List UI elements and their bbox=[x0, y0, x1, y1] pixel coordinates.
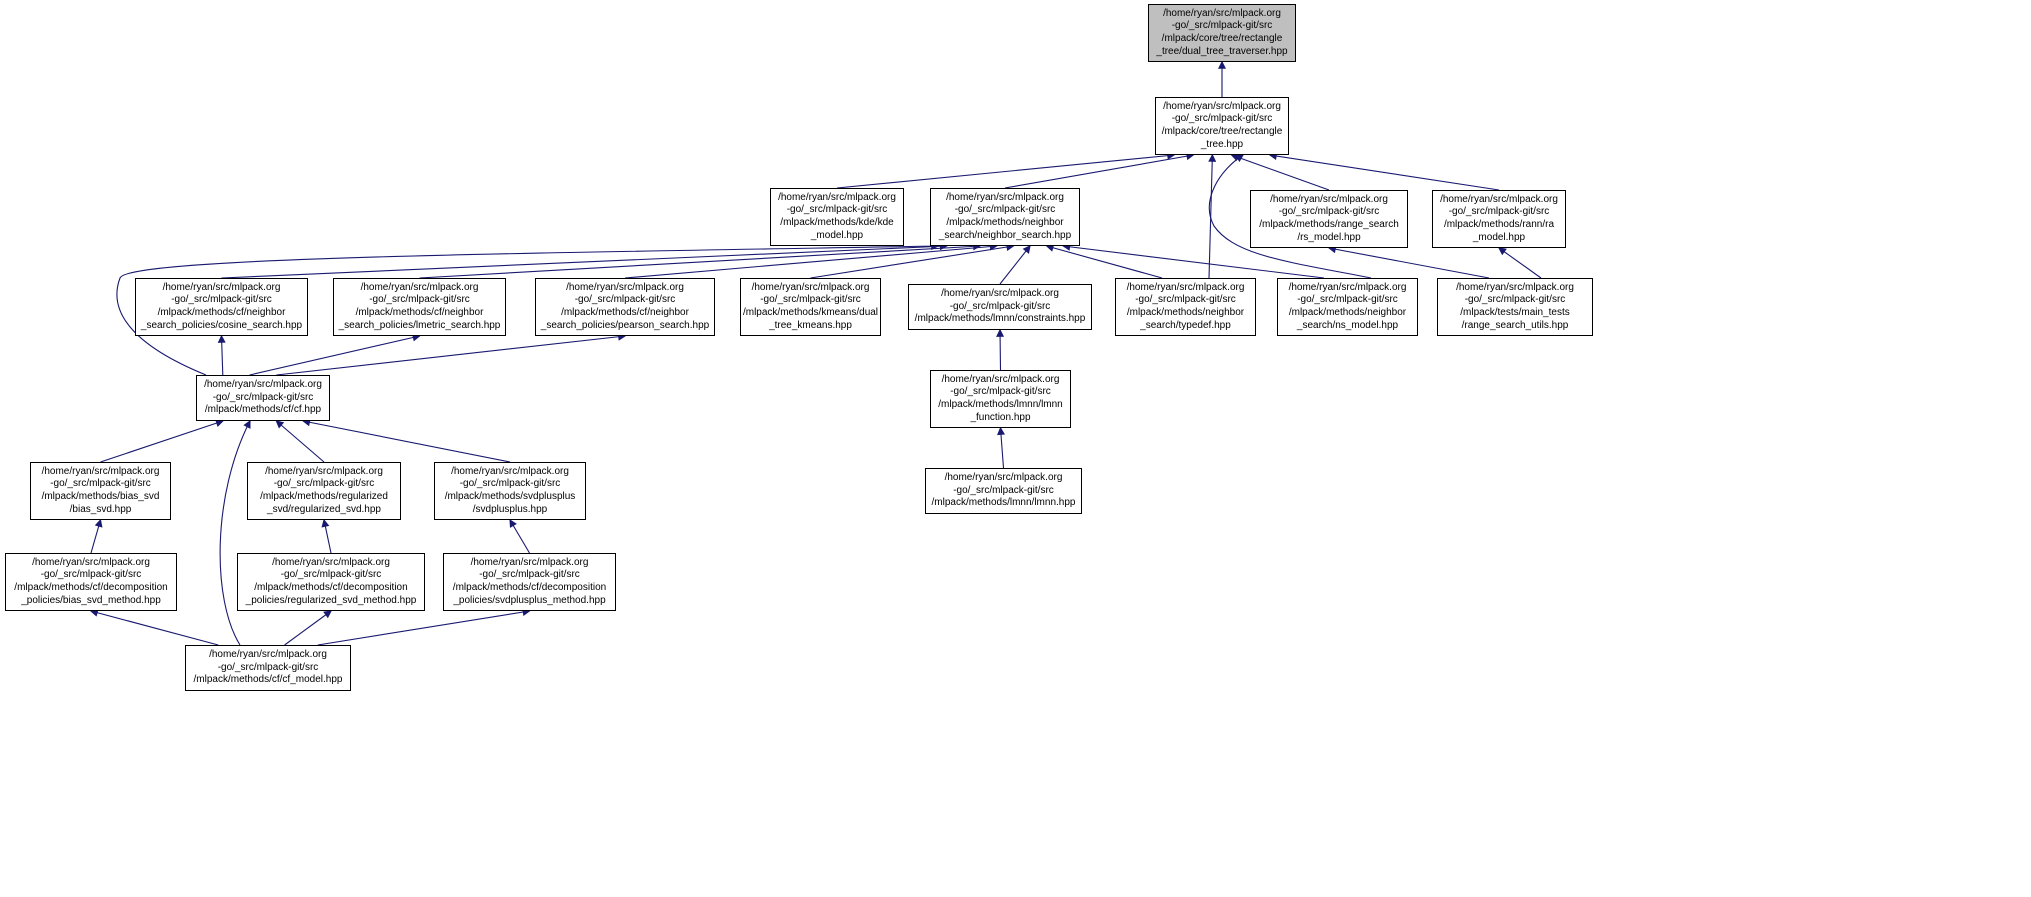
edge-constraints-to-neighbor-search bbox=[999, 245, 1031, 285]
edge-cf-model-to-regularized-svd-method bbox=[284, 610, 332, 646]
edge-pearson-search-to-neighbor-search bbox=[624, 242, 998, 279]
graph-node-ra-model[interactable]: /home/ryan/src/mlpack.org -go/_src/mlpac… bbox=[1432, 190, 1566, 248]
edge-lmetric-search-to-neighbor-search bbox=[419, 242, 982, 279]
graph-node-range-search-utils[interactable]: /home/ryan/src/mlpack.org -go/_src/mlpac… bbox=[1437, 278, 1593, 336]
edge-cf-to-cosine-search bbox=[217, 334, 226, 376]
graph-node-cf-model[interactable]: /home/ryan/src/mlpack.org -go/_src/mlpac… bbox=[185, 645, 351, 691]
edge-regularized-svd-to-cf bbox=[275, 420, 325, 463]
graph-node-neighbor-search[interactable]: /home/ryan/src/mlpack.org -go/_src/mlpac… bbox=[930, 188, 1080, 246]
graph-node-typedef[interactable]: /home/ryan/src/mlpack.org -go/_src/mlpac… bbox=[1115, 278, 1256, 336]
graph-node-lmetric-search[interactable]: /home/ryan/src/mlpack.org -go/_src/mlpac… bbox=[333, 278, 506, 336]
edge-cf-model-to-cf bbox=[219, 419, 251, 646]
graph-node-constraints[interactable]: /home/ryan/src/mlpack.org -go/_src/mlpac… bbox=[908, 284, 1092, 330]
graph-node-rs-model[interactable]: /home/ryan/src/mlpack.org -go/_src/mlpac… bbox=[1250, 190, 1408, 248]
edge-typedef-to-neighbor-search bbox=[1045, 243, 1163, 279]
edge-kde-model-to-rectangle-tree bbox=[836, 151, 1176, 189]
edge-rs-model-to-rectangle-tree bbox=[1230, 153, 1330, 191]
edge-svdplusplus-to-cf bbox=[302, 418, 511, 463]
graph-node-bias-svd-method[interactable]: /home/ryan/src/mlpack.org -go/_src/mlpac… bbox=[5, 553, 177, 611]
graph-node-pearson-search[interactable]: /home/ryan/src/mlpack.org -go/_src/mlpac… bbox=[535, 278, 715, 336]
edge-lmnn-function-to-constraints bbox=[996, 328, 1005, 371]
graph-node-bias-svd[interactable]: /home/ryan/src/mlpack.org -go/_src/mlpac… bbox=[30, 462, 171, 520]
edge-cf-to-neighbor-search bbox=[116, 242, 940, 376]
graph-node-ns-model[interactable]: /home/ryan/src/mlpack.org -go/_src/mlpac… bbox=[1277, 278, 1418, 336]
edge-ns-model-to-rectangle-tree bbox=[1208, 154, 1372, 279]
edge-range-search-utils-to-ra-model bbox=[1498, 247, 1542, 279]
graph-node-rectangle-tree[interactable]: /home/ryan/src/mlpack.org -go/_src/mlpac… bbox=[1155, 97, 1289, 155]
graph-node-kde-model[interactable]: /home/ryan/src/mlpack.org -go/_src/mlpac… bbox=[770, 188, 904, 246]
graph-node-cosine-search[interactable]: /home/ryan/src/mlpack.org -go/_src/mlpac… bbox=[135, 278, 308, 336]
edge-neighbor-search-to-rectangle-tree bbox=[1004, 152, 1195, 189]
edge-bias-svd-method-to-bias-svd bbox=[90, 518, 103, 554]
edge-dual-tree-kmeans-to-neighbor-search bbox=[810, 243, 1015, 279]
edge-cf-to-pearson-search bbox=[276, 332, 627, 376]
graph-node-dual-tree-kmeans[interactable]: /home/ryan/src/mlpack.org -go/_src/mlpac… bbox=[740, 278, 881, 336]
graph-node-svdplusplus-method[interactable]: /home/ryan/src/mlpack.org -go/_src/mlpac… bbox=[443, 553, 616, 611]
edge-range-search-utils-to-rs-model bbox=[1327, 245, 1490, 279]
graph-node-lmnn[interactable]: /home/ryan/src/mlpack.org -go/_src/mlpac… bbox=[925, 468, 1082, 514]
edge-ra-model-to-rectangle-tree bbox=[1268, 152, 1500, 191]
graph-node-regularized-svd[interactable]: /home/ryan/src/mlpack.org -go/_src/mlpac… bbox=[247, 462, 401, 520]
graph-node-dual-tree-traverser[interactable]: /home/ryan/src/mlpack.org -go/_src/mlpac… bbox=[1148, 4, 1296, 62]
edge-ns-model-to-neighbor-search bbox=[1062, 242, 1325, 279]
graph-node-svdplusplus[interactable]: /home/ryan/src/mlpack.org -go/_src/mlpac… bbox=[434, 462, 586, 520]
edge-cosine-search-to-neighbor-search bbox=[221, 242, 948, 279]
edge-regularized-svd-method-to-regularized-svd bbox=[321, 518, 332, 554]
graph-node-lmnn-function[interactable]: /home/ryan/src/mlpack.org -go/_src/mlpac… bbox=[930, 370, 1071, 428]
edge-svdplusplus-method-to-svdplusplus bbox=[509, 518, 530, 554]
edge-cf-to-lmetric-search bbox=[249, 333, 421, 376]
edge-lmnn-to-lmnn-function bbox=[997, 426, 1005, 469]
graph-node-cf[interactable]: /home/ryan/src/mlpack.org -go/_src/mlpac… bbox=[196, 375, 330, 421]
edge-bias-svd-to-cf bbox=[100, 419, 224, 463]
edge-cf-model-to-bias-svd-method bbox=[89, 608, 219, 646]
graph-node-regularized-svd-method[interactable]: /home/ryan/src/mlpack.org -go/_src/mlpac… bbox=[237, 553, 425, 611]
edge-cf-model-to-svdplusplus-method bbox=[317, 608, 531, 646]
